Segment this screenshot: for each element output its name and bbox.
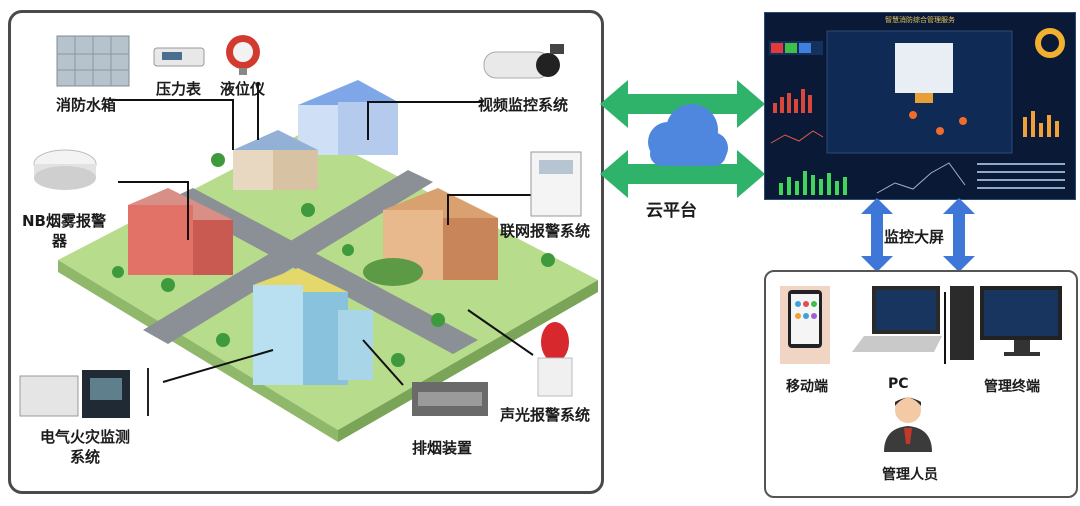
- smoke-detector-icon: [33, 149, 97, 190]
- label-monitor-screen: 监控大屏: [884, 228, 945, 246]
- trees: [112, 153, 555, 367]
- pressure-gauge-icon: [153, 47, 205, 67]
- label-smoke-alarm-line1: NB烟雾报警: [22, 212, 106, 230]
- cloud-connection-arrows: [600, 80, 765, 198]
- leader-lines: [108, 82, 534, 386]
- smoke-exhaust-icon: [412, 382, 488, 416]
- electrical-fire-monitor-icon: [19, 368, 149, 418]
- arrow-right: [943, 198, 975, 272]
- building-red: [128, 188, 233, 275]
- label-video-surveillance: 视频监控系统: [478, 96, 569, 114]
- label-electrical-fire-line2: 系统: [70, 448, 101, 466]
- mobile-phone-icon: [780, 286, 830, 364]
- monitor-dashboard: 智慧消防综合管理服务: [764, 12, 1076, 200]
- label-pc: PC: [888, 376, 909, 392]
- arrow-bottom: [600, 150, 765, 198]
- label-network-alarm: 联网报警系统: [500, 222, 591, 240]
- label-electrical-fire-line1: 电气火灾监测: [40, 428, 131, 446]
- label-smoke-exhaust: 排烟装置: [412, 439, 473, 457]
- camera-icon: [483, 44, 564, 79]
- building-villa: [298, 80, 398, 155]
- label-pressure-gauge: 压力表: [156, 80, 202, 98]
- pc-laptop-icon: [852, 286, 946, 364]
- dashboard-title: 智慧消防综合管理服务: [885, 16, 955, 24]
- dashboard-graphics: [769, 28, 1065, 195]
- water-tank-icon: [56, 35, 130, 87]
- label-level-meter: 液位仪: [220, 80, 266, 98]
- arrow-left: [861, 198, 893, 272]
- label-mobile: 移动端: [786, 379, 828, 395]
- label-smoke-alarm-line2: 器: [52, 232, 68, 250]
- label-sound-light-alarm: 声光报警系统: [500, 406, 591, 424]
- cloud-icon: [648, 104, 728, 166]
- building-school: [363, 188, 498, 286]
- arrow-top: [600, 80, 765, 128]
- ground-edge-left: [58, 260, 338, 442]
- road-diagonal-a: [168, 188, 478, 354]
- label-terminal: 管理终端: [984, 379, 1040, 395]
- city-illustration: [58, 80, 598, 442]
- ground-edge-right: [338, 280, 598, 442]
- management-terminal-icon: [950, 286, 1062, 360]
- network-alarm-panel-icon: [530, 151, 582, 217]
- label-water-tank: 消防水箱: [56, 96, 117, 114]
- label-cloud-platform: 云平台: [646, 201, 697, 221]
- road-diagonal-b: [143, 170, 433, 344]
- building-house-left: [233, 130, 318, 190]
- sound-light-alarm-icon: [537, 322, 573, 397]
- level-meter-icon: [226, 35, 260, 75]
- screen-to-devices-arrows: [861, 198, 975, 272]
- manager-avatar-icon: [884, 397, 932, 452]
- building-office: [253, 268, 373, 385]
- label-manager: 管理人员: [882, 467, 938, 483]
